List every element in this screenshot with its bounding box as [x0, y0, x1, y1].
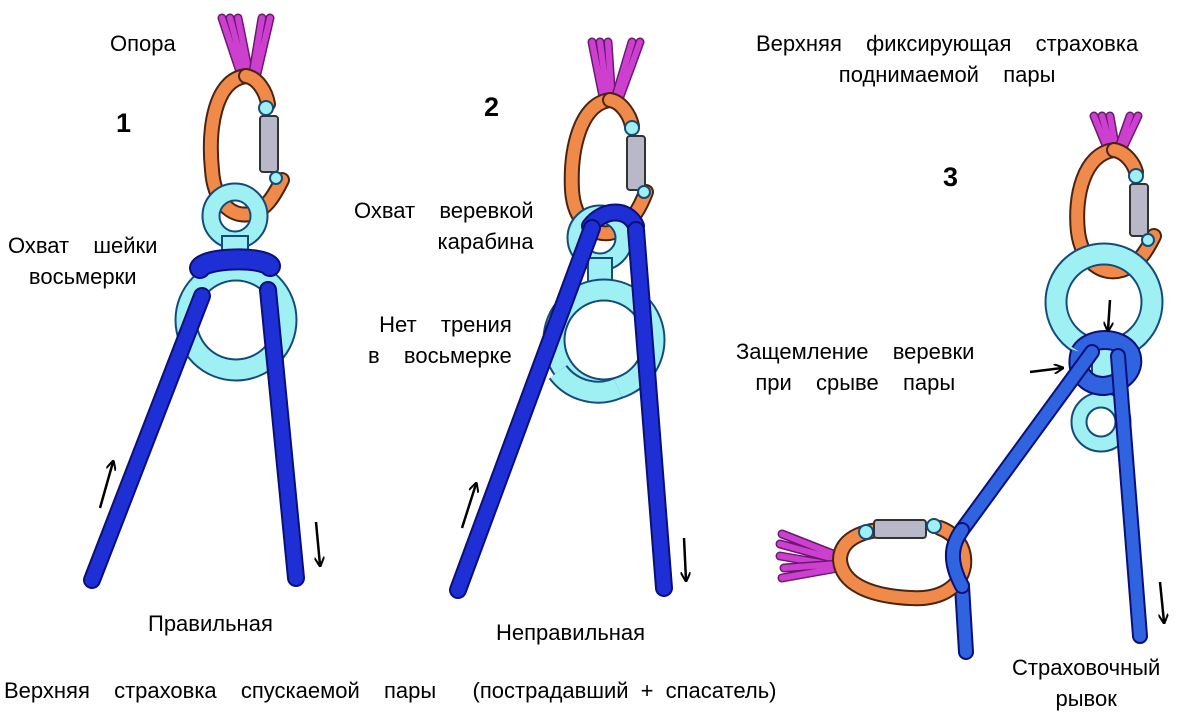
label-carabiner-wrap: Охват веревкой карабина: [354, 198, 534, 254]
arrow-down-icon: [1160, 581, 1164, 622]
rope-icon: [945, 330, 1148, 660]
arrow-down-icon: [316, 521, 320, 565]
caption-incorrect: Неправильная: [496, 620, 646, 645]
label-rope-pinch: Защемление веревки при срыве пары: [736, 339, 975, 395]
arrow-up-icon: [460, 484, 476, 529]
figure-number-2: 2: [484, 92, 500, 122]
label-belay-jerk: Страховочный рывок: [1012, 655, 1161, 711]
sling-icon: [775, 529, 843, 583]
rope-icon: [449, 203, 673, 599]
label-support: Опора: [110, 31, 176, 56]
arrow-down-icon: [684, 537, 686, 580]
arrow-right-icon: [1029, 368, 1062, 372]
sling-icon: [587, 37, 645, 107]
title-top-belay: Верхняя фиксирующая страховка поднимаемо…: [756, 31, 1139, 87]
figure-1: [83, 13, 320, 589]
arrow-down-icon: [1108, 299, 1110, 330]
caption-bottom: Верхняя страховка спускаемой пары (постр…: [4, 678, 777, 703]
sling-icon: [217, 13, 275, 83]
figure-2: [449, 37, 686, 599]
label-no-friction: Нет трения в восьмерке: [368, 312, 512, 368]
caption-correct: Правильная: [148, 611, 273, 636]
figure-number-3: 3: [943, 162, 959, 192]
arrow-up-icon: [98, 462, 113, 509]
label-neck-wrap: Охват шейки восьмерки: [8, 233, 158, 289]
figure-number-1: 1: [116, 108, 132, 138]
figure-3: [775, 111, 1164, 660]
rope-icon: [83, 248, 305, 589]
